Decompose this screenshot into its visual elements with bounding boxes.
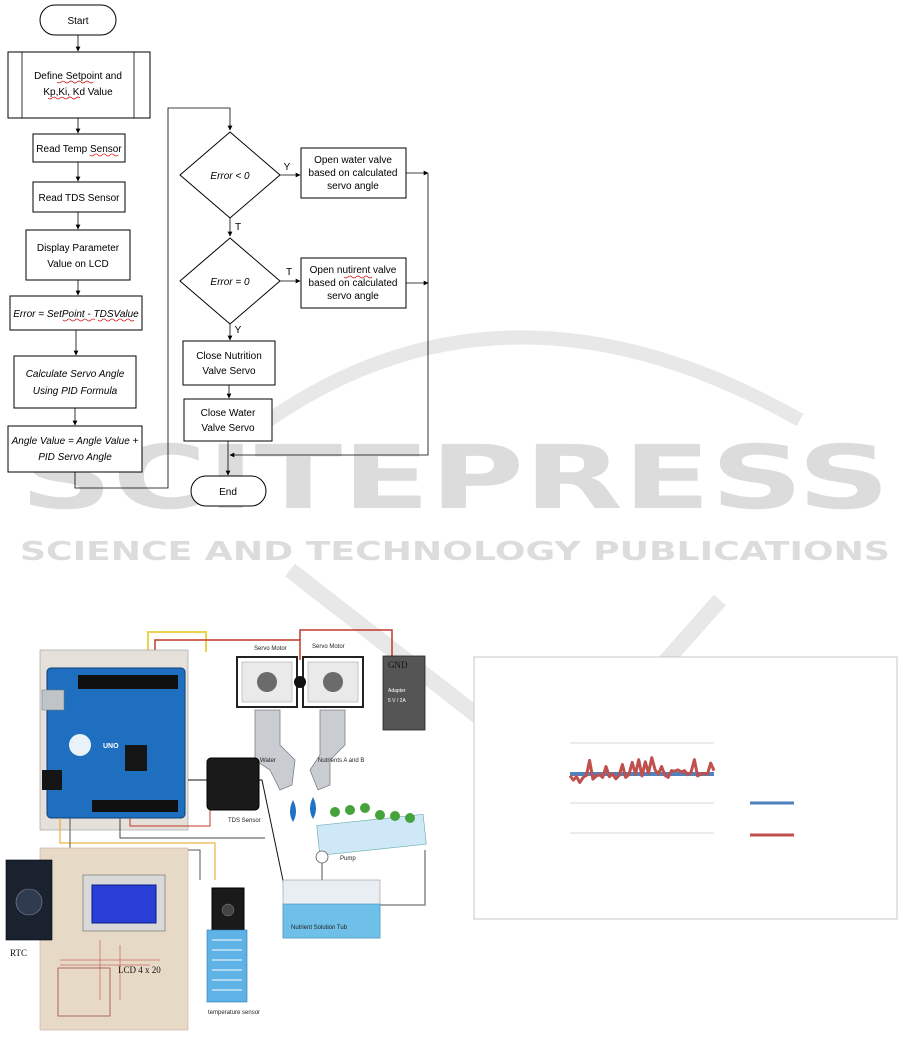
open-water-label-1: Open water valve bbox=[314, 155, 392, 166]
close-nutrition-label-2: Valve Servo bbox=[202, 366, 256, 377]
dht-sensor bbox=[206, 929, 248, 1003]
water-faucet bbox=[254, 709, 296, 791]
start-label: Start bbox=[67, 16, 88, 27]
error-formula-label: Error = SetPoint - TDSValue bbox=[13, 309, 139, 320]
tub-label: Nutrient Solution Tub bbox=[291, 925, 348, 931]
close-water-label-1: Close Water bbox=[201, 408, 256, 419]
pump-icon bbox=[315, 850, 329, 864]
nutrient-faucet bbox=[309, 709, 346, 791]
hydroponic-channel bbox=[316, 814, 427, 856]
watermark-brand: SCITEPRESS bbox=[20, 426, 890, 529]
rtc-label: RTC bbox=[10, 948, 27, 958]
servo-motor-2-label: Servo Motor bbox=[312, 644, 345, 650]
define-setpoint-label-2: Kp,Ki, Kd Value bbox=[43, 87, 113, 98]
chart-series-line-2 bbox=[568, 756, 716, 784]
close-water-label-2: Valve Servo bbox=[201, 423, 255, 434]
lcd-label: LCD 4 x 20 bbox=[118, 965, 161, 975]
close-water-box bbox=[183, 398, 273, 442]
end-terminal bbox=[190, 475, 267, 507]
define-setpoint-box bbox=[7, 51, 151, 119]
close-nutrition-label-1: Close Nutrition bbox=[196, 351, 262, 362]
open-nutrient-label-2: based on calculated bbox=[309, 278, 398, 289]
open-nutrient-label-3: servo angle bbox=[327, 291, 379, 302]
decision-2-label: Error = 0 bbox=[210, 277, 250, 288]
decision-2-yes: T bbox=[286, 267, 292, 278]
end-label: End bbox=[219, 487, 237, 498]
adapter-label: Adapter bbox=[388, 688, 406, 694]
decision-2-no: Y bbox=[235, 325, 242, 336]
tds-sensor-label: TDS Sensor bbox=[228, 818, 261, 824]
calculate-servo-box bbox=[13, 355, 137, 409]
chart-frame bbox=[473, 656, 898, 920]
read-tds-label: Read TDS Sensor bbox=[39, 193, 121, 204]
plants bbox=[330, 803, 415, 823]
angle-value-label-2: PID Servo Angle bbox=[38, 452, 112, 463]
open-nutrient-label-1: Open nutirent valve bbox=[310, 265, 397, 276]
watermark: SCITEPRESS SCIENCE AND TECHNOLOGY PUBLIC… bbox=[20, 330, 890, 791]
water-drop-1 bbox=[290, 800, 296, 822]
display-lcd-box bbox=[25, 229, 131, 281]
define-setpoint-label-1: Define Setpoint and bbox=[34, 71, 122, 82]
open-water-label-3: servo angle bbox=[327, 181, 379, 192]
water-label: Water bbox=[260, 758, 276, 764]
adapter-rating: 5 V / 2A bbox=[388, 698, 406, 704]
read-temp-label: Read Temp Sensor bbox=[36, 144, 122, 155]
angle-value-box bbox=[7, 425, 143, 473]
decision-1-no: T bbox=[235, 222, 241, 233]
open-water-valve-box bbox=[300, 147, 407, 199]
display-lcd-label-1: Display Parameter bbox=[37, 243, 120, 254]
adapter bbox=[382, 655, 426, 731]
water-drop-2 bbox=[310, 797, 316, 819]
read-temp-box bbox=[32, 133, 126, 163]
decision-1-label: Error < 0 bbox=[210, 171, 250, 182]
display-lcd-label-2: Value on LCD bbox=[47, 259, 109, 270]
chart-series-group bbox=[568, 756, 716, 784]
board-label: UNO bbox=[103, 743, 119, 750]
open-nutrient-valve-box bbox=[300, 257, 407, 309]
flowchart: Start Define Setpoint and Kp,Ki, Kd Valu… bbox=[7, 4, 429, 507]
temperature-sensor-label: temperature sensor bbox=[208, 1010, 260, 1016]
tds-sensor-module bbox=[206, 757, 260, 811]
arduino-logo-icon bbox=[69, 734, 91, 756]
adapter-gnd: GND bbox=[388, 660, 408, 670]
watermark-tagline: SCIENCE AND TECHNOLOGY PUBLICATIONS bbox=[20, 537, 890, 567]
decision-1-yes: Y bbox=[284, 162, 291, 173]
calculate-servo-label-2: Using PID Formula bbox=[33, 386, 118, 397]
close-nutrition-box bbox=[182, 340, 276, 386]
calculate-servo-label-1: Calculate Servo Angle bbox=[26, 369, 125, 380]
lcd-screen bbox=[91, 884, 157, 924]
servo-motor-1-label: Servo Motor bbox=[254, 646, 287, 652]
pump-label: Pump bbox=[340, 856, 356, 862]
angle-value-label-1: Angle Value = Angle Value + bbox=[11, 436, 139, 447]
read-tds-box bbox=[32, 181, 126, 213]
chart-panel bbox=[473, 656, 898, 920]
temp-sensor-board bbox=[211, 887, 245, 931]
nutrients-label: Nutrients A and B bbox=[318, 758, 364, 764]
circuit-diagram: UNO LCD 4 x 20 RTC Servo Motor Servo Mot… bbox=[5, 629, 427, 1031]
open-water-label-2: based on calculated bbox=[309, 168, 398, 179]
arduino-uno-board bbox=[46, 667, 186, 819]
